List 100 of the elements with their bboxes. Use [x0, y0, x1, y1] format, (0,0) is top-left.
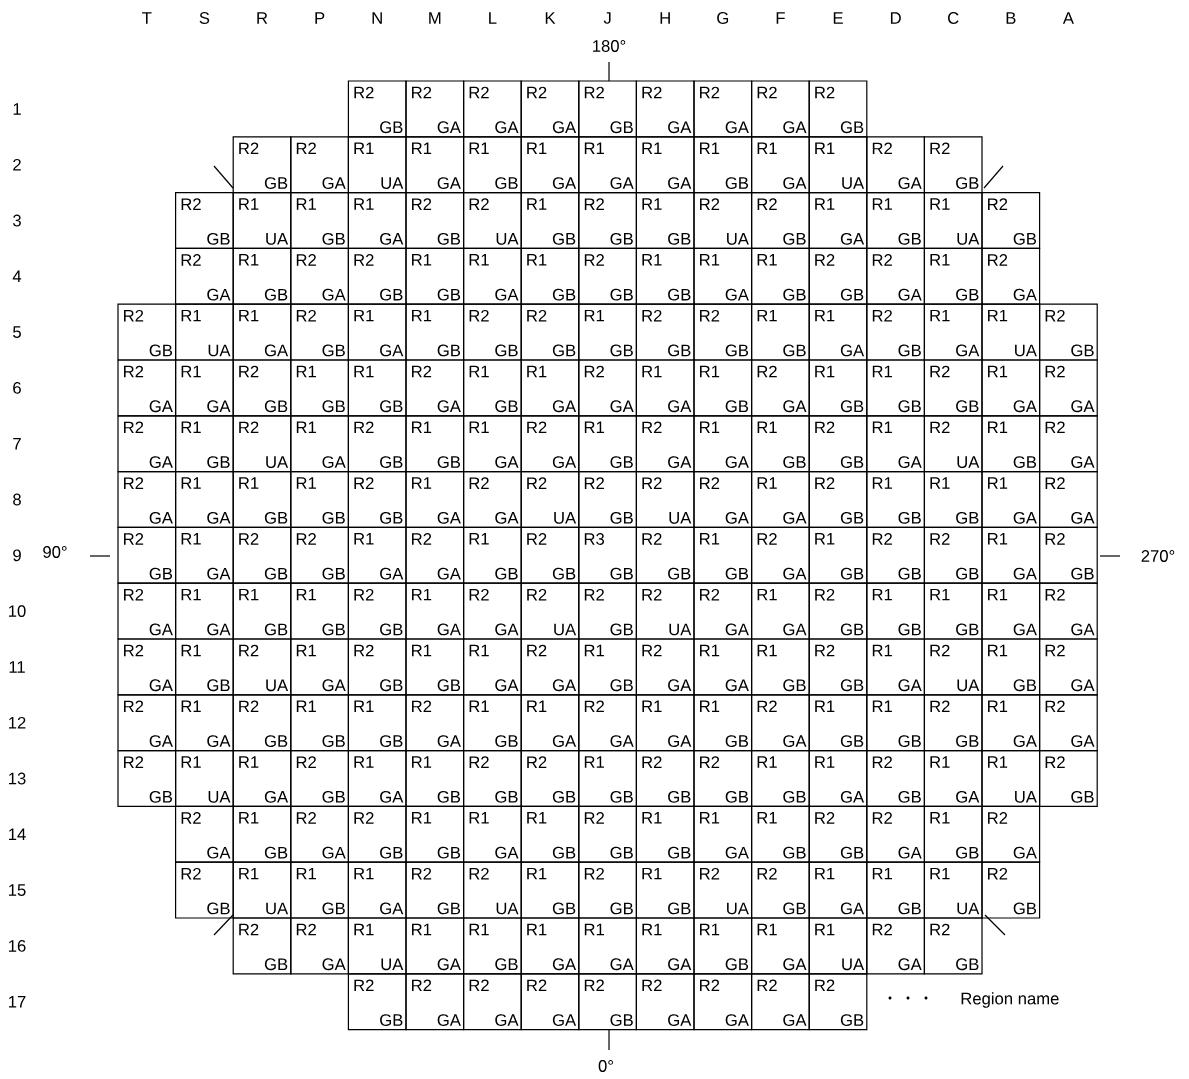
core-cell: R2 GA: [635, 80, 695, 138]
core-cell: R2 GB: [635, 750, 695, 807]
core-cell: R2 GB: [635, 526, 695, 584]
core-cell: R2 GA: [290, 136, 349, 194]
core-cell: R2 GA: [866, 247, 925, 305]
core-cell: R1 GB: [405, 805, 465, 863]
core-cell: R2 GB: [578, 471, 637, 528]
core-cell: R2 GB: [981, 192, 1041, 249]
core-cell: R2 GB: [923, 136, 983, 194]
column-letter: T: [142, 12, 152, 24]
core-cell: R1 GA: [175, 471, 234, 528]
row-number: 11: [9, 661, 25, 673]
core-cell: R2 GB: [808, 973, 868, 1031]
row-number: 1: [13, 103, 21, 115]
core-cell: R1 GB: [520, 192, 580, 249]
core-cell: R1 GA: [347, 526, 407, 584]
core-cell: R1 GB: [866, 861, 925, 919]
core-cell: R2 UA: [520, 582, 580, 640]
core-cell: R1 GB: [751, 638, 810, 696]
core-cell: R2 GB: [808, 805, 868, 863]
core-cell: R1 GB: [520, 247, 580, 305]
core-cell: R2 GA: [866, 917, 925, 975]
column-letter: C: [948, 12, 959, 24]
legend-text: Region name: [961, 992, 1059, 1008]
core-cell: R2 GA: [117, 471, 177, 528]
core-cell: R2 GA: [635, 638, 695, 696]
core-cell: R1 UA: [923, 861, 983, 919]
column-letter: B: [1006, 12, 1016, 24]
core-cell: R2 GB: [117, 750, 177, 807]
core-cell: R1 GB: [578, 303, 637, 361]
core-cell: R1 GA: [866, 415, 925, 473]
core-cell: R1 GB: [808, 694, 868, 752]
column-letter: J: [603, 12, 611, 24]
core-cell: R2 GB: [866, 303, 925, 361]
core-cell: R1 GB: [347, 694, 407, 752]
core-cell: R1 UA: [347, 136, 407, 194]
core-cell: R2 UA: [923, 415, 983, 473]
column-letter: L: [489, 12, 497, 24]
core-cell: R2 GB: [175, 192, 234, 249]
core-cell: R1 GB: [578, 415, 637, 473]
core-cell: R2 GA: [463, 973, 522, 1031]
core-cell: R2 GA: [405, 359, 465, 417]
core-cell: R2 GA: [175, 805, 234, 863]
core-cell: R1 GB: [751, 303, 810, 361]
core-cell: R1 UA: [981, 750, 1041, 807]
core-cell: R1 GB: [175, 638, 234, 696]
core-cell: R2 UA: [463, 861, 522, 919]
core-cell: R2 GA: [693, 80, 753, 138]
column-letter: P: [315, 12, 325, 24]
core-cell: R1 GA: [347, 861, 407, 919]
core-cell: R2 GA: [520, 80, 580, 138]
core-cell: R1 GB: [693, 359, 753, 417]
core-cell: R1 GB: [751, 805, 810, 863]
core-cell: R1 GA: [923, 750, 983, 807]
core-cell: R2 GA: [578, 694, 637, 752]
core-cell: R1 GA: [175, 526, 234, 584]
core-cell: R2 GA: [520, 638, 580, 696]
core-cell: R2 UA: [232, 415, 292, 473]
core-cell: R2 GA: [866, 136, 925, 194]
core-cell: R2 GA: [117, 638, 177, 696]
core-cell: R2 GB: [520, 750, 580, 807]
core-cell: R2 GB: [923, 526, 983, 584]
column-letter: G: [717, 12, 729, 24]
core-cell: R2 GB: [866, 526, 925, 584]
core-cell: R2 GA: [751, 359, 810, 417]
core-cell: R1 GB: [866, 471, 925, 528]
core-cell: R2 GB: [578, 582, 637, 640]
core-cell: R1 GB: [693, 694, 753, 752]
core-cell: R1 GA: [693, 247, 753, 305]
core-cell: R1 GB: [693, 136, 753, 194]
core-cell: R2 GB: [578, 861, 637, 919]
core-cell: R1 GB: [405, 247, 465, 305]
core-cell: R1 GB: [347, 359, 407, 417]
core-cell: R1 GA: [405, 471, 465, 528]
core-cell: R1 UA: [923, 192, 983, 249]
core-cell: R2 GB: [405, 861, 465, 919]
core-cell: R1 GB: [290, 471, 349, 528]
core-cell: R2 GB: [1039, 303, 1098, 361]
core-cell: R1 GA: [751, 917, 810, 975]
core-cell: R2 GA: [1039, 638, 1098, 696]
core-cell: R1 GB: [232, 471, 292, 528]
column-letter: S: [199, 12, 210, 24]
core-cell: R1 GA: [693, 805, 753, 863]
column-letter: R: [257, 12, 268, 24]
core-cell: R1 GA: [981, 694, 1041, 752]
core-cell: R1 GA: [463, 805, 522, 863]
core-cell: R1 GA: [405, 136, 465, 194]
core-cell: R2 GB: [923, 694, 983, 752]
core-cell: R1 GA: [520, 359, 580, 417]
core-cell: R2 GB: [175, 861, 234, 919]
core-cell: R2 GA: [981, 247, 1041, 305]
column-letter: H: [660, 12, 670, 24]
core-cell: R2 UA: [232, 638, 292, 696]
core-cell: R1 GB: [232, 582, 292, 640]
core-cell: R2 GB: [520, 303, 580, 361]
row-number: 6: [13, 382, 21, 394]
core-cell: R2 GB: [232, 526, 292, 584]
core-cell: R1 GB: [290, 861, 349, 919]
row-number: 3: [13, 214, 21, 227]
core-cell: R2 GA: [117, 694, 177, 752]
